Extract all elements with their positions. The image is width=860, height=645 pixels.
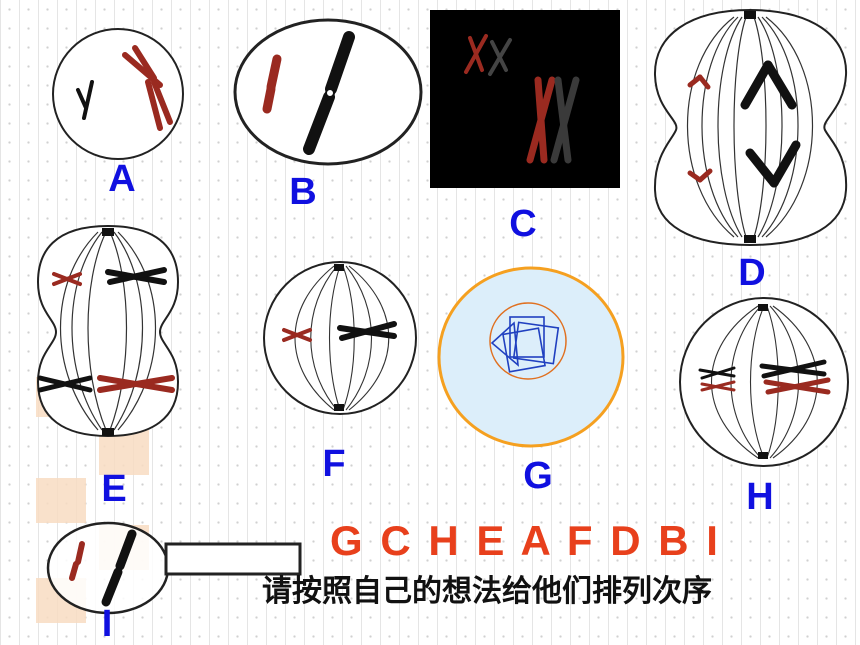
chromosome-red	[52, 272, 82, 286]
label-e: E	[101, 468, 127, 510]
connector-box	[164, 542, 302, 576]
label-f: F	[322, 443, 346, 485]
cell-b	[233, 17, 423, 167]
chromosome-black	[37, 375, 93, 393]
chromosome-black	[759, 359, 827, 379]
label-i: I	[101, 603, 113, 645]
cell-h	[676, 297, 852, 467]
cell-a	[50, 28, 190, 160]
chromosome-red	[526, 76, 556, 164]
label-d: D	[738, 252, 766, 294]
answer-sequence: G C H E A F D B I	[330, 517, 721, 564]
chromosome-red	[69, 541, 85, 581]
highlight-patch	[99, 430, 149, 475]
label-c: C	[509, 203, 537, 245]
cell-g	[436, 265, 626, 450]
label-a: A	[108, 158, 136, 200]
cell-i	[46, 521, 308, 615]
cell-c	[430, 10, 620, 188]
chromosome-black	[76, 80, 94, 120]
label-g: G	[523, 455, 553, 497]
cell-d	[650, 5, 850, 250]
chromosome-black	[740, 60, 801, 188]
chromosome-black	[337, 321, 397, 341]
label-h: H	[746, 476, 774, 518]
chromosome-red	[687, 74, 713, 183]
chromosome-red	[282, 328, 312, 342]
cell-e	[32, 222, 184, 442]
chromosome-red	[464, 34, 488, 74]
chromosome-red	[763, 377, 831, 395]
chromosome-black	[303, 31, 355, 155]
chromosome-red	[122, 45, 173, 131]
chromosome-red	[97, 375, 175, 393]
highlight-patch	[36, 478, 86, 523]
cell-f	[262, 258, 418, 418]
chromosome-red	[700, 380, 736, 392]
chromosome-black	[105, 267, 167, 285]
chromosome-black	[101, 529, 137, 607]
label-b: B	[289, 171, 317, 213]
chromosome-red	[262, 54, 282, 114]
instruction-text: 请按照自己的想法给他们排列次序	[262, 574, 712, 609]
chromosome-black	[698, 366, 736, 380]
